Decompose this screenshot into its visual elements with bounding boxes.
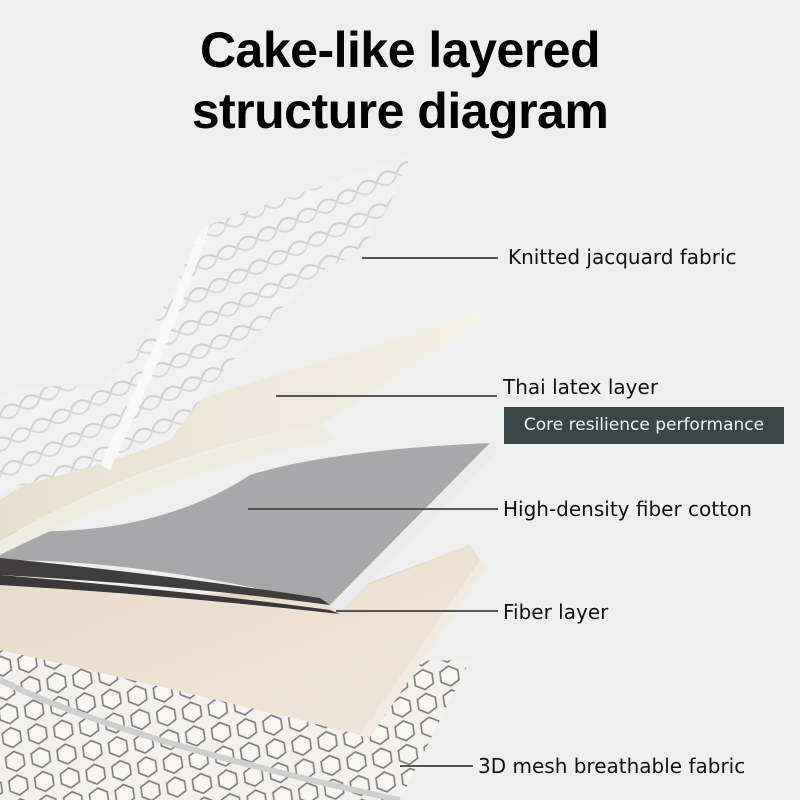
page-title-line-1: Cake-like layered: [199, 22, 601, 78]
label-high-density-fiber-cotton: High-density fiber cotton: [503, 497, 752, 521]
cotton-layer-shape: [0, 443, 498, 614]
label-thai-latex-layer: Thai latex layer: [503, 375, 659, 399]
leader-line-cotton: [248, 508, 498, 510]
latex-layer-shape: [0, 310, 485, 555]
leader-line-latex: [276, 395, 497, 397]
leader-line-knitted: [362, 257, 498, 259]
leader-line-mesh: [400, 765, 473, 767]
core-resilience-badge: Core resilience performance: [504, 407, 784, 444]
label-knitted-jacquard-fabric: Knitted jacquard fabric: [508, 245, 737, 269]
page-title-line-2: structure diagram: [191, 83, 609, 139]
label-fiber-layer: Fiber layer: [503, 600, 609, 624]
label-3d-mesh-breathable-fabric: 3D mesh breathable fabric: [478, 754, 746, 778]
leader-line-fiber: [336, 610, 498, 612]
knitted-layer-shape: [0, 157, 410, 490]
